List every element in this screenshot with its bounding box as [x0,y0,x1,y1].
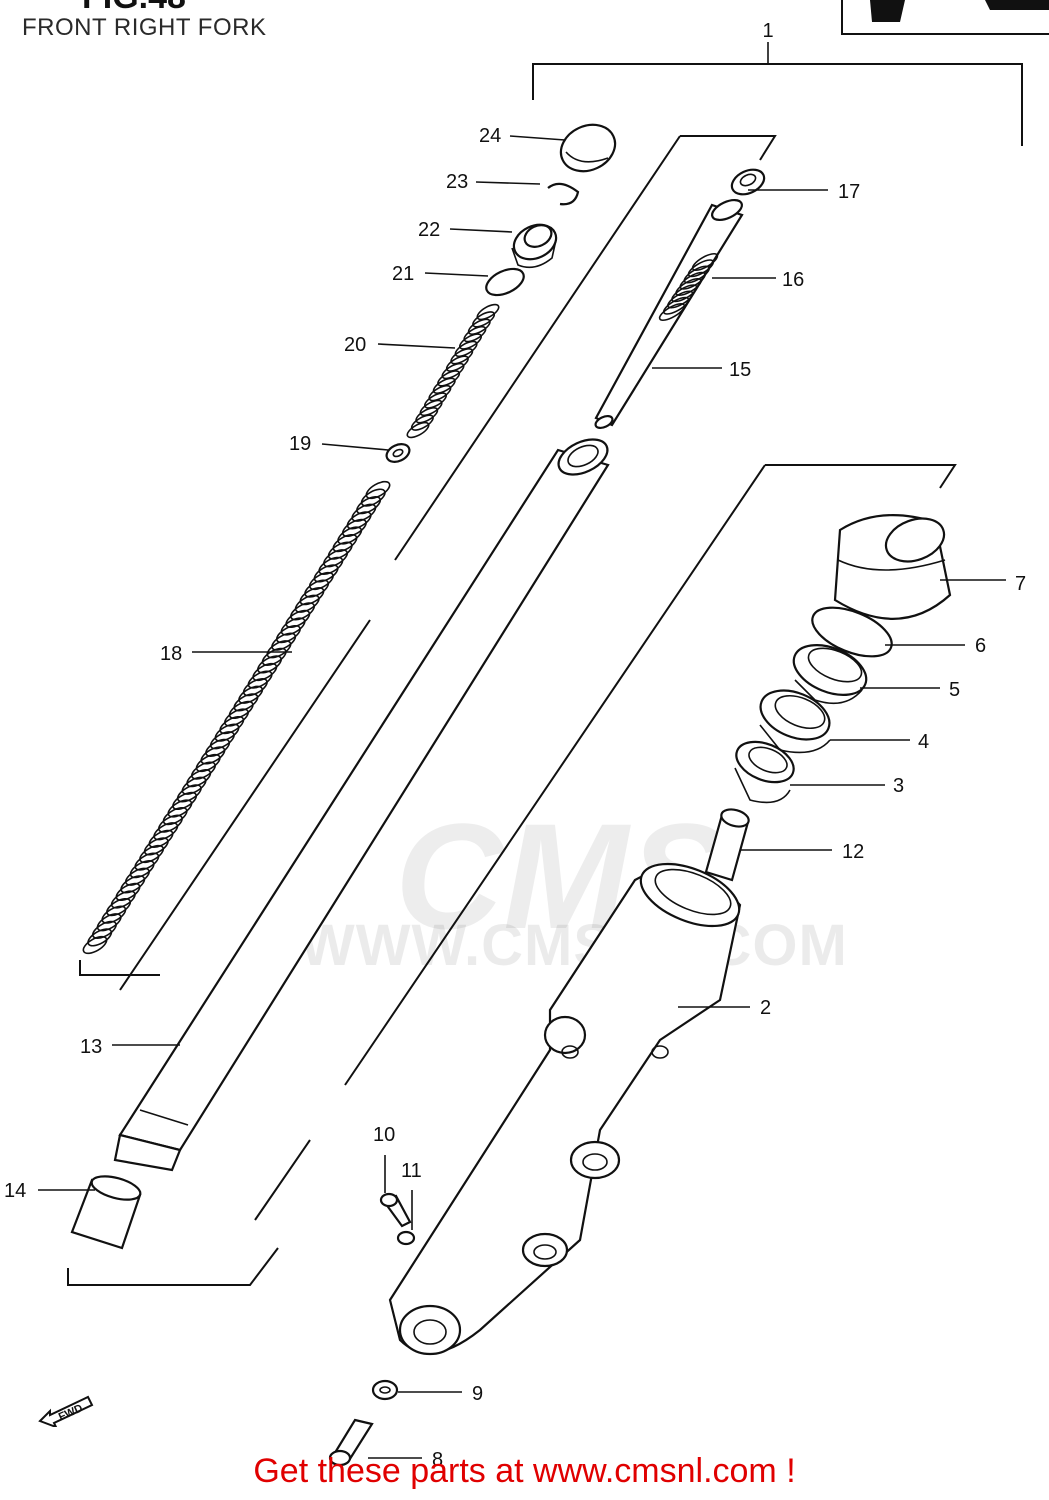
part-19-washer [385,443,411,463]
callout-6: 6 [975,635,986,657]
callout-7: 7 [1015,573,1026,595]
watermark-site: WWW.CMSNL.COM [300,913,848,978]
part-16-rebound-spring [658,252,719,322]
callout-9: 9 [472,1383,483,1405]
callout-2: 2 [760,997,771,1019]
inner-tube-frame [79,135,777,991]
part-9-gasket [371,1379,399,1401]
fwd-label: FWD [57,1402,85,1423]
callout-15: 15 [729,359,751,381]
footer-link-text[interactable]: Get these parts at www.cmsnl.com ! [253,1452,796,1490]
callout-13: 13 [80,1036,102,1058]
forward-direction-indicator: FWD [38,1393,94,1432]
callout-24: 24 [479,125,501,147]
callout-22: 22 [418,219,440,241]
callout-1: 1 [762,20,773,42]
leader-lines [38,135,1006,1459]
callout-4: 4 [918,731,929,753]
callout-11: 11 [401,1160,422,1182]
part-13-inner-tube [113,438,610,1172]
part-6-stopper-ring [811,606,893,658]
figure-heading: FIG.48 [82,0,186,17]
part-17-seat [730,168,766,196]
callout-19: 19 [289,433,311,455]
part-21-o-ring [485,267,525,297]
part-22-plug-bolt [511,223,558,269]
part-20-spacer-spring [406,303,500,439]
part-5-oil-seal [792,644,868,705]
callout-20: 20 [344,334,366,356]
callout-labels: 1 2 3 4 5 6 7 8 9 10 11 12 13 14 15 16 1… [4,20,1026,1471]
part-12-oil-lock-piece [704,808,750,882]
title-box-fragment [841,0,1049,35]
part-8-bolt [328,1418,374,1467]
part-23-circlip [547,182,580,206]
outer-tube-frame [67,464,957,1286]
callout-21: 21 [392,263,414,285]
callout-16: 16 [782,269,804,291]
callout-3: 3 [893,775,904,797]
part-14-slide-bushing [70,1175,142,1250]
part-24-cap [559,123,617,173]
part-10-bolt [379,1192,412,1228]
callout-23: 23 [446,171,468,193]
assembly-bracket [532,42,1023,146]
callout-8: 8 [432,1449,443,1471]
part-18-fork-spring [82,480,391,955]
part-3-guide-bushing [734,740,795,804]
callout-12: 12 [842,841,864,863]
part-11-washer [396,1230,416,1246]
page-title: FRONT RIGHT FORK [22,14,267,41]
part-2-outer-tube [388,862,742,1356]
callout-10: 10 [373,1124,395,1146]
callout-18: 18 [160,643,182,665]
callout-14: 14 [4,1180,26,1202]
part-7-dust-seal [833,514,952,620]
callout-17: 17 [838,181,860,203]
callout-5: 5 [949,679,960,701]
